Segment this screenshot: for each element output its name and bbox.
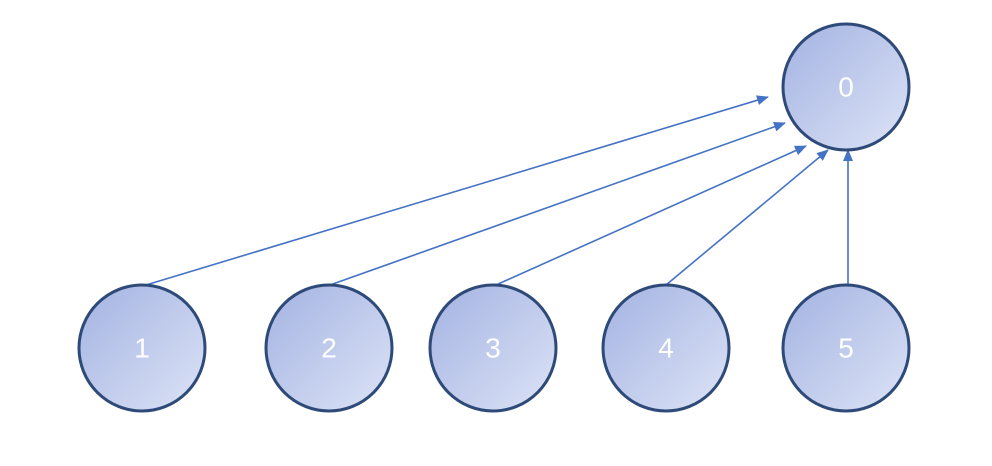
nodes: 0 1 2 3 4 5: [77, 22, 911, 413]
edge-3-to-0: [495, 145, 807, 286]
node-1-circle: [77, 283, 207, 413]
edge-1-to-0: [145, 95, 769, 286]
node-4-circle: [601, 283, 731, 413]
node-5-circle: [781, 283, 911, 413]
node-3-circle: [428, 283, 558, 413]
node-2-label: 2: [321, 333, 337, 364]
node-5: 5: [781, 283, 911, 413]
node-0-label: 0: [838, 72, 854, 103]
edge-4-to-0: [665, 149, 829, 286]
node-2: 2: [264, 283, 394, 413]
node-3-label: 3: [485, 333, 501, 364]
node-0-circle: [781, 22, 911, 152]
edge-2-to-0: [329, 121, 786, 286]
node-4: 4: [601, 283, 731, 413]
node-1: 1: [77, 283, 207, 413]
node-1-label: 1: [134, 333, 150, 364]
node-3: 3: [428, 283, 558, 413]
node-4-label: 4: [658, 333, 674, 364]
node-0: 0: [781, 22, 911, 152]
node-2-circle: [264, 283, 394, 413]
node-5-label: 5: [838, 333, 854, 364]
edges: [145, 95, 853, 286]
